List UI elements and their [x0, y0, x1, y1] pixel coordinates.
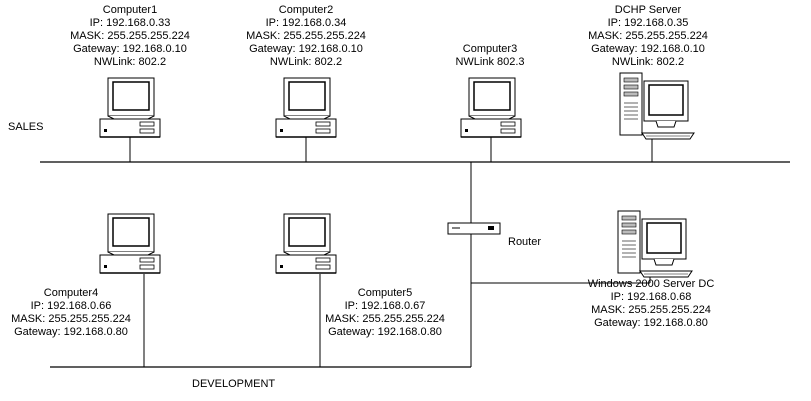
computer1-mask: MASK: 255.255.255.224: [70, 30, 190, 42]
dhcp-server-mask: MASK: 255.255.255.224: [588, 30, 708, 42]
dc-server-label: Windows 2000 Server DC IP: 192.168.0.68 …: [576, 278, 726, 330]
computer4-label: Computer4 IP: 192.168.0.66 MASK: 255.255…: [0, 287, 142, 339]
computer5-ip: IP: 192.168.0.67: [344, 300, 426, 312]
dhcp-server-nwlink: NWLink: 802.2: [611, 56, 685, 68]
computer1-nwlink: NWLink: 802.2: [93, 56, 167, 68]
computer3-nwlink: NWLink 802.3: [455, 56, 525, 68]
computer2-mask: MASK: 255.255.255.224: [246, 30, 366, 42]
computer4-icon: [99, 213, 161, 274]
computer5-label: Computer5 IP: 192.168.0.67 MASK: 255.255…: [310, 287, 460, 339]
dc-server-ip: IP: 192.168.0.68: [610, 291, 692, 303]
computer4-ip: IP: 192.168.0.66: [30, 300, 112, 312]
computer3-label: Computer3 NWLink 802.3: [440, 43, 540, 69]
router-label: Router: [508, 236, 542, 248]
computer2-label: Computer2 IP: 192.168.0.34 MASK: 255.255…: [226, 4, 386, 69]
computer2-icon: [275, 77, 337, 138]
dc-server-name: Windows 2000 Server DC: [587, 278, 715, 290]
computer5-icon: [275, 213, 337, 274]
dhcp-server-label: DCHP Server IP: 192.168.0.35 MASK: 255.2…: [578, 4, 718, 69]
computer4-gateway: Gateway: 192.168.0.80: [14, 326, 128, 338]
computer1-name: Computer1: [102, 4, 158, 16]
computer1-label: Computer1 IP: 192.168.0.33 MASK: 255.255…: [50, 4, 210, 69]
dhcp-server-icon: [619, 72, 695, 140]
computer1-gateway: Gateway: 192.168.0.10: [73, 43, 187, 55]
computer1-icon: [99, 77, 161, 138]
computer3-icon: [460, 77, 522, 138]
computer5-name: Computer5: [357, 287, 413, 299]
computer1-ip: IP: 192.168.0.33: [89, 17, 171, 29]
dhcp-server-name: DCHP Server: [614, 4, 682, 16]
computer5-mask: MASK: 255.255.255.224: [325, 313, 445, 325]
dc-server-mask: MASK: 255.255.255.224: [591, 304, 711, 316]
development-segment-label: DEVELOPMENT: [192, 378, 276, 390]
computer4-name: Computer4: [43, 287, 99, 299]
computer2-gateway: Gateway: 192.168.0.10: [249, 43, 363, 55]
computer4-mask: MASK: 255.255.255.224: [11, 313, 131, 325]
dc-server-gateway: Gateway: 192.168.0.80: [594, 317, 708, 329]
router-icon: [447, 222, 501, 235]
computer2-ip: IP: 192.168.0.34: [265, 17, 347, 29]
dhcp-server-gateway: Gateway: 192.168.0.10: [591, 43, 705, 55]
computer5-gateway: Gateway: 192.168.0.80: [328, 326, 442, 338]
computer2-nwlink: NWLink: 802.2: [269, 56, 343, 68]
computer3-name: Computer3: [462, 43, 518, 55]
dc-server-icon: [617, 210, 693, 278]
computer2-name: Computer2: [278, 4, 334, 16]
dhcp-server-ip: IP: 192.168.0.35: [607, 17, 689, 29]
sales-segment-label: SALES: [8, 121, 44, 133]
